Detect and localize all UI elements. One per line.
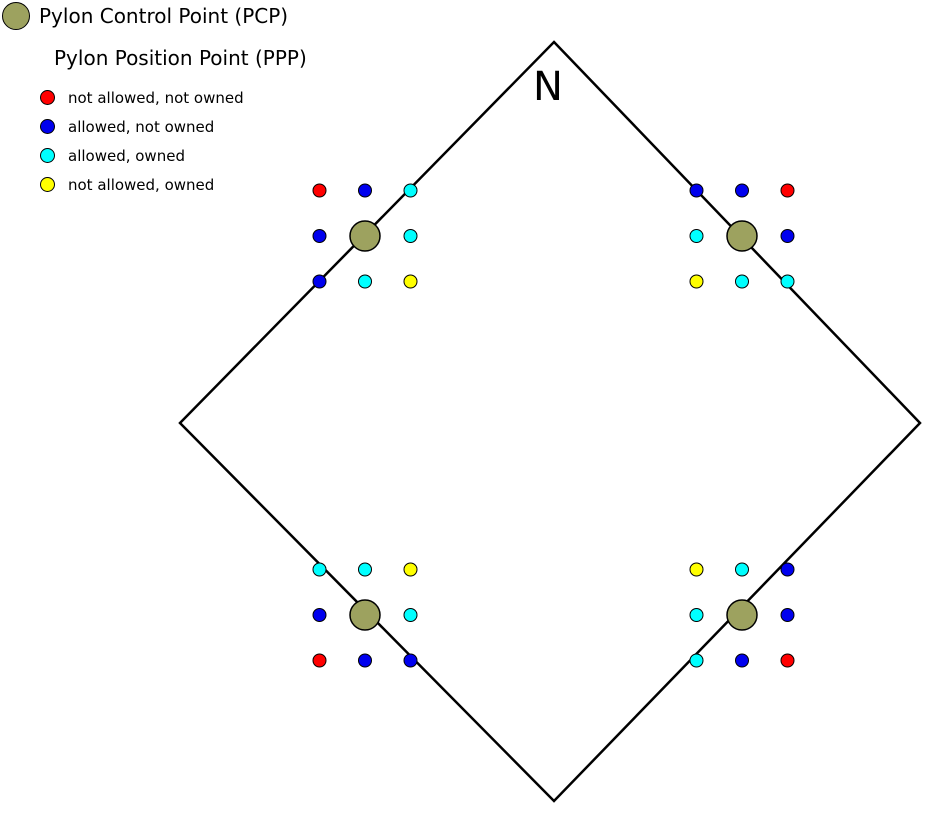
ppp-southeast-r0c1-cyan	[735, 562, 749, 577]
legend-ppp-title: Pylon Position Point (PPP)	[54, 46, 307, 70]
ppp-northeast-r1c2-blue	[780, 229, 795, 243]
ppp-southeast-r0c0-yellow	[689, 562, 704, 577]
ppp-northeast-r2c2-cyan	[780, 274, 795, 289]
legend-item-label: allowed, owned	[68, 146, 185, 165]
red-dot-icon	[40, 90, 55, 105]
ppp-northwest-r2c1-cyan	[358, 274, 372, 289]
ppp-northwest-r0c1-blue	[358, 183, 372, 198]
legend-item-label: allowed, not owned	[68, 117, 215, 136]
legend-item-label: not allowed, not owned	[68, 88, 244, 107]
ppp-northwest-r1c0-blue	[312, 229, 327, 243]
legend-item-red: not allowed, not owned	[40, 83, 244, 112]
pcp-southwest	[349, 599, 381, 631]
ppp-southeast-r1c2-blue	[780, 608, 795, 622]
ppp-southeast-r2c2-red	[780, 653, 795, 668]
ppp-northwest-r2c0-blue	[312, 274, 327, 289]
legend-pcp-label: Pylon Control Point (PCP)	[39, 4, 289, 28]
pcp-northeast	[726, 220, 758, 252]
ppp-northwest-r1c2-cyan	[403, 229, 418, 243]
ppp-southwest-r1c2-cyan	[403, 608, 418, 622]
ppp-southeast-r0c2-blue	[780, 562, 795, 577]
pcp-northwest	[349, 220, 381, 252]
ppp-southeast-r1c0-cyan	[689, 608, 704, 622]
ppp-northwest-r0c0-red	[312, 183, 327, 198]
ppp-northeast-r0c0-blue	[689, 183, 704, 198]
pcp-icon	[2, 2, 30, 30]
ppp-southwest-r0c0-cyan	[312, 562, 327, 577]
legend-pcp-row: Pylon Control Point (PCP)	[2, 2, 288, 30]
ppp-southeast-r2c0-cyan	[689, 653, 704, 668]
ppp-northeast-r2c1-cyan	[735, 274, 749, 289]
ppp-southwest-r0c1-cyan	[358, 562, 372, 577]
course-diamond	[178, 40, 922, 803]
ppp-southeast-r2c1-blue	[735, 653, 749, 668]
legend-item-cyan: allowed, owned	[40, 141, 244, 170]
legend-item-blue: allowed, not owned	[40, 112, 244, 141]
pcp-southeast	[726, 599, 758, 631]
ppp-northeast-r1c0-cyan	[689, 229, 704, 243]
yellow-dot-icon	[40, 177, 55, 192]
ppp-southwest-r2c1-blue	[358, 653, 372, 668]
ppp-southwest-r1c0-blue	[312, 608, 327, 622]
ppp-southwest-r2c0-red	[312, 653, 327, 668]
ppp-northeast-r2c0-yellow	[689, 274, 704, 289]
ppp-southwest-r2c2-blue	[403, 653, 418, 668]
ppp-northeast-r0c2-red	[780, 183, 795, 198]
ppp-southwest-r0c2-yellow	[403, 562, 418, 577]
ppp-northwest-r2c2-yellow	[403, 274, 418, 289]
legend-items: not allowed, not owned allowed, not owned…	[40, 83, 244, 199]
cyan-dot-icon	[40, 148, 55, 163]
blue-dot-icon	[40, 119, 55, 134]
ppp-northeast-r0c1-blue	[735, 183, 749, 198]
legend-item-label: not allowed, owned	[68, 175, 215, 194]
legend-item-yellow: not allowed, owned	[40, 170, 244, 199]
ppp-northwest-r0c2-cyan	[403, 183, 418, 198]
compass-north-label: N	[533, 64, 563, 110]
